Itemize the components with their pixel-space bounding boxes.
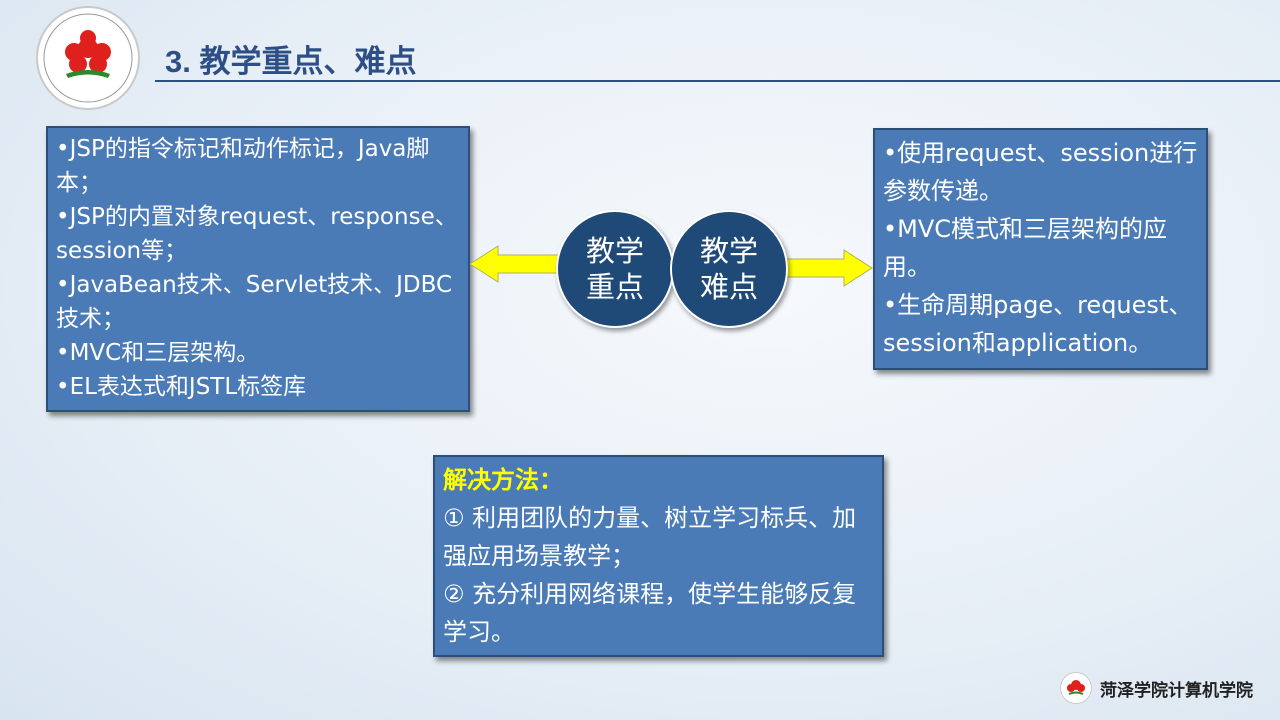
key-point: •JSP的内置对象request、response、session等； [56, 204, 458, 264]
difficulty: •MVC模式和三层架构的应用。 [883, 215, 1168, 281]
key-point: •JSP的指令标记和动作标记，Java脚本； [56, 136, 430, 196]
key-point: •JavaBean技术、Servlet技术、JDBC技术； [56, 272, 453, 332]
key-points-circle: 教学重点 [556, 210, 674, 328]
left-arrow-icon [469, 245, 567, 283]
solution-item: ① 利用团队的力量、树立学习标兵、加强应用场景教学； [443, 504, 857, 570]
footer-logo-icon [1060, 672, 1092, 704]
footer: 菏泽学院计算机学院 [1060, 672, 1253, 704]
key-points-box: •JSP的指令标记和动作标记，Java脚本； •JSP的内置对象request、… [46, 126, 470, 412]
key-label: 教学重点 [585, 234, 644, 304]
difficulties-box: •使用request、session进行参数传递。 •MVC模式和三层架构的应用… [873, 128, 1208, 370]
solution-item: ② 充分利用网络课程，使学生能够反复学习。 [443, 580, 857, 646]
key-point: •MVC和三层架构。 [56, 340, 260, 366]
difficulty: •使用request、session进行参数传递。 [883, 139, 1198, 205]
difficulty-label: 教学难点 [699, 234, 758, 304]
right-arrow-icon [780, 249, 873, 287]
difficulties-circle: 教学难点 [670, 210, 788, 328]
solution-heading: 解决方法： [443, 466, 563, 494]
footer-text: 菏泽学院计算机学院 [1100, 680, 1253, 701]
solution-box: 解决方法： ① 利用团队的力量、树立学习标兵、加强应用场景教学； ② 充分利用网… [433, 455, 884, 657]
title-underline [155, 80, 1280, 82]
key-point: •EL表达式和JSTL标签库 [56, 374, 307, 400]
university-logo [36, 6, 140, 110]
page-title: 3. 教学重点、难点 [165, 44, 417, 79]
difficulty: •生命周期page、request、session和application。 [883, 291, 1193, 357]
